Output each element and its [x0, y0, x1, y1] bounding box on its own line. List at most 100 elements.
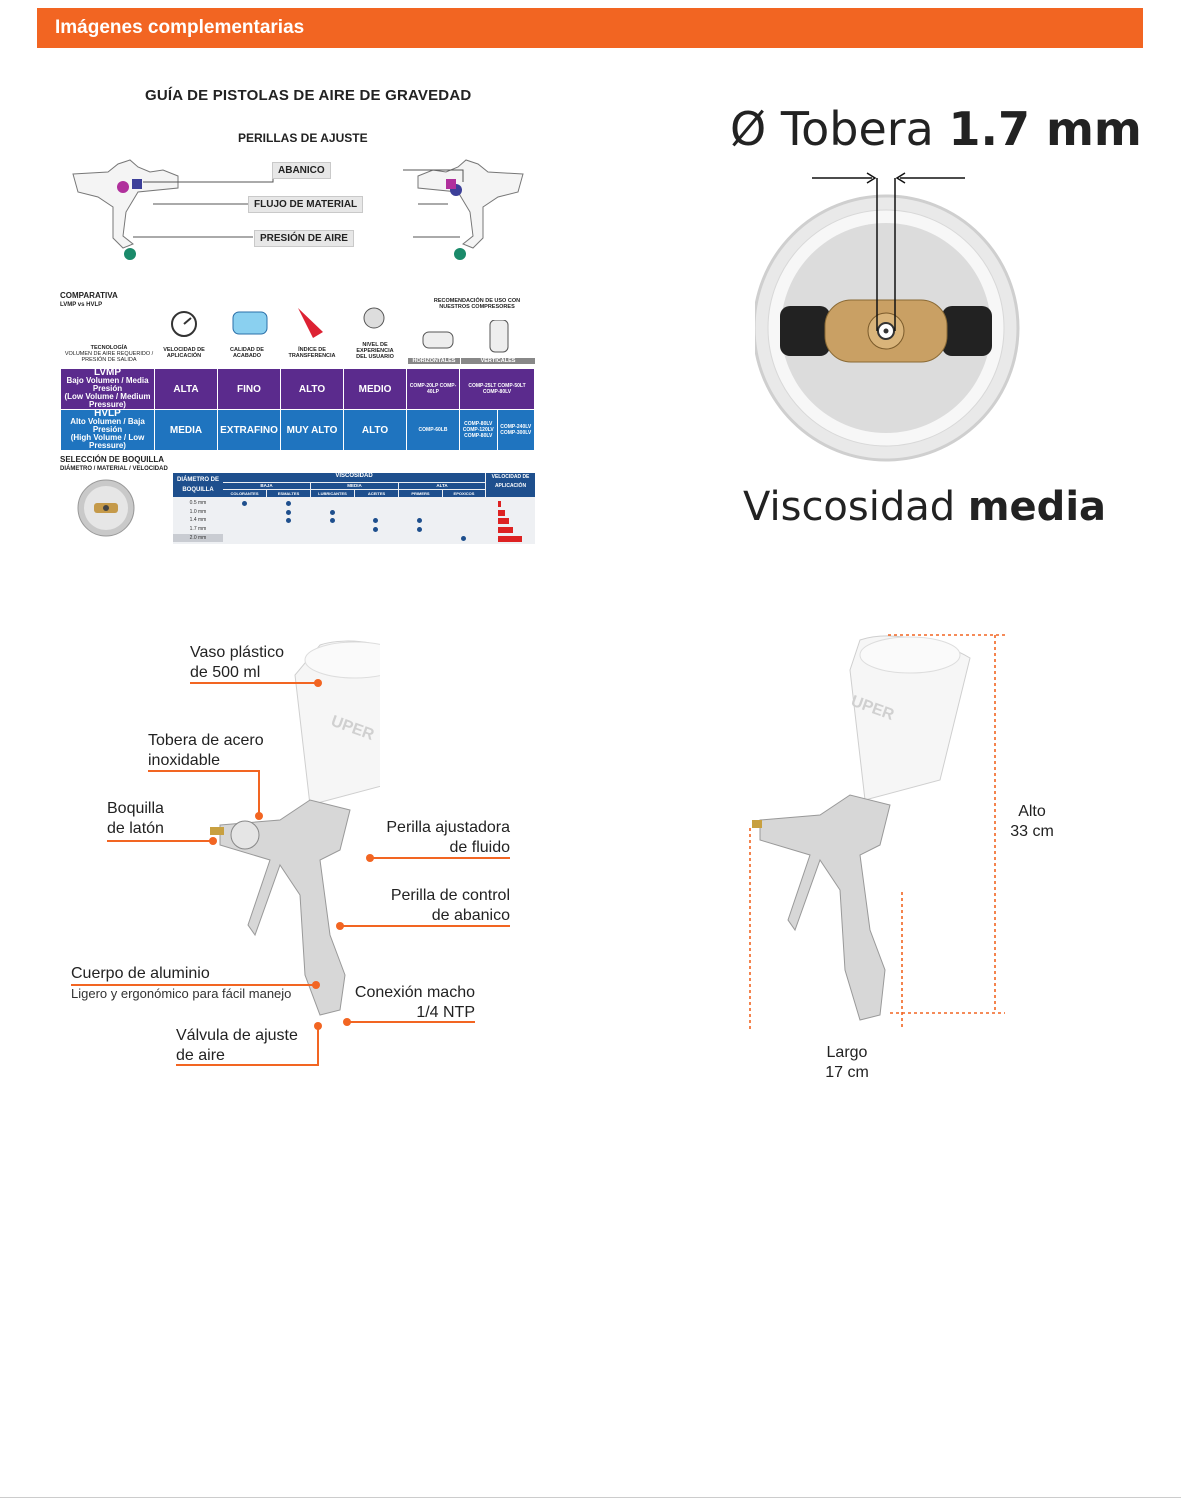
- row-lvmp-horizontal: COMP-20LP COMP-40LP: [406, 368, 460, 410]
- row-lvmp-transfer: ALTO: [280, 368, 344, 410]
- col-level: NIVEL DE EXPERIENCIA DEL USUARIO: [356, 342, 394, 360]
- transfer-icon: [298, 308, 323, 338]
- knob-pressure: PRESIÓN DE AIRE: [254, 230, 354, 247]
- comparison-icons: [171, 307, 385, 338]
- col-finish: CALIDAD DE ACABADO: [230, 347, 264, 359]
- callout-body-title: Cuerpo de aluminio: [71, 965, 210, 982]
- callout-tip-line2: de latón: [107, 820, 164, 837]
- size-0: 0.5 mm: [189, 500, 207, 506]
- compressor-horizontal: HORIZONTALES: [408, 358, 460, 364]
- callout-conn-line1: Conexión macho: [354, 984, 475, 1001]
- compressor-vertical: VERTICALES: [461, 358, 535, 364]
- callout-cup-line1: Vaso plástico: [190, 644, 284, 661]
- length-value: 17 cm: [825, 1064, 869, 1081]
- compressor-icons: [422, 320, 509, 353]
- row-hvlp-desc-en: (High Volume / Low Pressure): [70, 433, 145, 450]
- callout-fluid: Perilla ajustadora de fluido: [350, 818, 510, 858]
- col-transfer: ÍNDICE DE TRANSFERENCIA: [288, 347, 336, 359]
- callout-tip: Boquilla de latón: [107, 799, 164, 839]
- callout-nozzle-line1: Tobera de acero: [148, 732, 264, 749]
- row-hvlp-desc: Alto Volumen / Baja Presión: [70, 417, 145, 434]
- row-lvmp-name: LVMP: [93, 367, 122, 378]
- callout-fluid-line1: Perilla ajustadora: [386, 819, 510, 836]
- nozzle-label: Ø Tobera: [730, 102, 934, 156]
- callout-cup: Vaso plástico de 500 ml: [190, 643, 284, 683]
- mat-5: EPOXICOS: [443, 490, 485, 497]
- row-hvlp-vertical-b: COMP-240LV COMP-300LV: [496, 409, 535, 451]
- mat-4: PRIMERS: [399, 490, 442, 497]
- dimension-height: Alto 33 cm: [1010, 802, 1054, 842]
- callout-connection: Conexión macho 1/4 NTP: [345, 983, 475, 1023]
- row-hvlp-speed: MEDIA: [154, 409, 218, 451]
- height-label: Alto: [1018, 803, 1046, 820]
- nozzle-section-sub: DIÁMETRO / MATERIAL / VELOCIDAD: [60, 466, 168, 472]
- spray-gun-dimensions: UPER: [749, 634, 1005, 1030]
- length-label: Largo: [826, 1044, 868, 1061]
- row-hvlp-horizontal: COMP-60LB: [406, 409, 460, 451]
- comparison-title: COMPARATIVA: [60, 291, 118, 300]
- row-lvmp-level: MEDIO: [343, 368, 407, 410]
- size-1: 1.0 mm: [189, 509, 207, 515]
- callout-fluid-line2: de fluido: [449, 839, 511, 856]
- mask-icon: [363, 307, 385, 329]
- row-hvlp-transfer: MUY ALTO: [280, 409, 344, 451]
- nozzle-value: 1.7 mm: [948, 102, 1142, 156]
- bottom-divider: [0, 1497, 1181, 1498]
- col-tech-label: TECNOLOGÍA: [90, 345, 128, 351]
- callout-conn-line2: 1/4 NTP: [416, 1004, 475, 1021]
- nozzle-viscosity-table: DIÁMETRO DE BOQUILLA VISCOSIDAD VELOCIDA…: [173, 473, 535, 544]
- height-value: 33 cm: [1010, 823, 1054, 840]
- row-hvlp-name: HVLP: [94, 408, 121, 419]
- mat-1: ESMALTES: [267, 490, 310, 497]
- callout-fan-line2: de abanico: [431, 907, 510, 924]
- nozzle-size-title: Ø Tobera 1.7 mm: [730, 102, 1142, 156]
- section-title: Imágenes complementarias: [55, 17, 305, 38]
- callout-fan-line1: Perilla de control: [390, 887, 510, 904]
- visc-header: VISCOSIDAD: [223, 473, 485, 482]
- car-finish-icon: [232, 311, 268, 335]
- diam-header: DIÁMETRO DE BOQUILLA: [173, 473, 223, 497]
- callout-nozzle-line2: inoxidable: [148, 752, 221, 769]
- mat-3: ACEITES: [355, 490, 398, 497]
- knob-fan: ABANICO: [272, 162, 331, 179]
- viscosity-value: media: [967, 484, 1107, 530]
- group-low: BAJA: [223, 483, 310, 489]
- callout-cup-line2: de 500 ml: [190, 664, 261, 681]
- guide-title: GUÍA DE PISTOLAS DE AIRE DE GRAVEDAD: [145, 87, 472, 104]
- col-speed: VELOCIDAD DE APLICACIÓN: [163, 347, 205, 359]
- viscosity-label: Viscosidad: [743, 484, 956, 530]
- callout-nozzle: Tobera de acero inoxidable: [148, 731, 264, 771]
- row-lvmp-vertical: COMP-25LT COMP-50LT COMP-80LV: [459, 368, 535, 410]
- size-2: 1.4 mm: [189, 517, 207, 523]
- callout-fan: Perilla de control de abanico: [350, 886, 510, 926]
- col-recommendation: RECOMENDACIÓN DE USO CON NUESTROS COMPRE…: [433, 298, 521, 310]
- speed-header: VELOCIDAD DE APLICACIÓN: [486, 473, 535, 497]
- nozzle-section-title: SELECCIÓN DE BOQUILLA: [60, 455, 165, 464]
- row-lvmp-speed: ALTA: [154, 368, 218, 410]
- knob-material: FLUJO DE MATERIAL: [248, 196, 364, 213]
- viscosity-title: Viscosidad media: [743, 484, 1106, 530]
- row-lvmp-desc: Bajo Volumen / Media Presión: [66, 376, 149, 393]
- section-header: Imágenes complementarias: [37, 8, 1143, 48]
- col-tech-sub: VOLUMEN DE AIRE REQUERIDO / PRESIÓN DE S…: [64, 351, 154, 363]
- callout-tip-line1: Boquilla: [107, 800, 164, 817]
- nozzle-photo: [755, 172, 1020, 462]
- group-high: ALTA: [399, 483, 485, 489]
- group-mid: MEDIA: [311, 483, 398, 489]
- mat-0: COLORANTES: [223, 490, 266, 497]
- callout-body: Cuerpo de aluminio Ligero y ergonómico p…: [71, 964, 291, 1004]
- callout-valve-line2: de aire: [176, 1047, 225, 1064]
- mat-2: LUBRICANTES: [311, 490, 354, 497]
- callout-valve: Válvula de ajuste de aire: [176, 1026, 298, 1066]
- spray-gun-diagram: [72, 159, 524, 260]
- callout-valve-line1: Válvula de ajuste: [176, 1027, 298, 1044]
- speed-gauge-icon: [171, 311, 197, 337]
- row-lvmp-finish: FINO: [217, 368, 281, 410]
- vertical-compressor-icon: [489, 320, 509, 353]
- row-lvmp-desc-en: (Low Volume / Medium Pressure): [64, 392, 151, 409]
